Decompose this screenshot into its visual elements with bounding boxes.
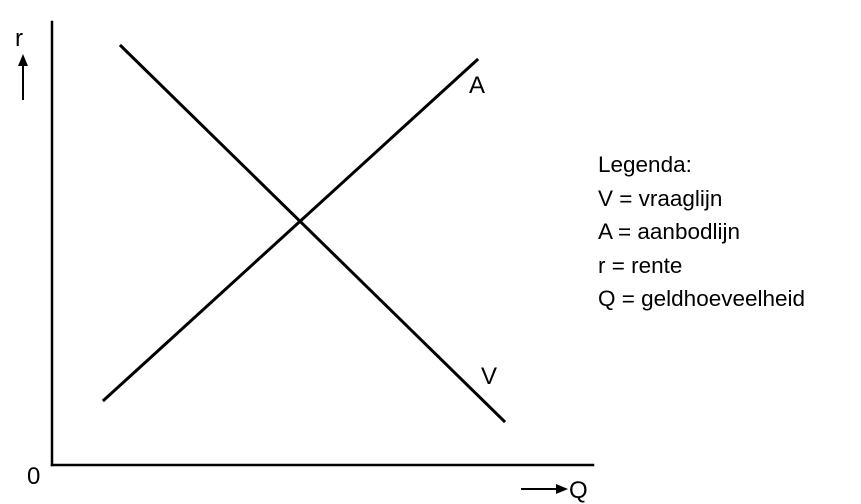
y-axis-label: r	[15, 25, 23, 52]
origin-label: 0	[27, 463, 40, 490]
legend: Legenda: V = vraaglijn A = aanbodlijn r …	[598, 148, 805, 316]
supply-line-label: A	[469, 72, 485, 99]
demand-line-label: V	[481, 363, 497, 390]
x-axis-label: Q	[569, 477, 588, 504]
demand-line	[118, 43, 507, 424]
legend-item: r = rente	[598, 252, 683, 278]
x-axis-arrow-icon	[521, 484, 568, 494]
legend-item: V = vraaglijn	[598, 185, 723, 211]
legend-item: Q = geldhoeveelheid	[598, 286, 806, 311]
legend-title: Legenda:	[598, 152, 692, 177]
y-axis-arrow-icon	[18, 54, 28, 100]
supply-line	[101, 57, 480, 403]
legend-item: A = aanbodlijn	[598, 219, 740, 244]
